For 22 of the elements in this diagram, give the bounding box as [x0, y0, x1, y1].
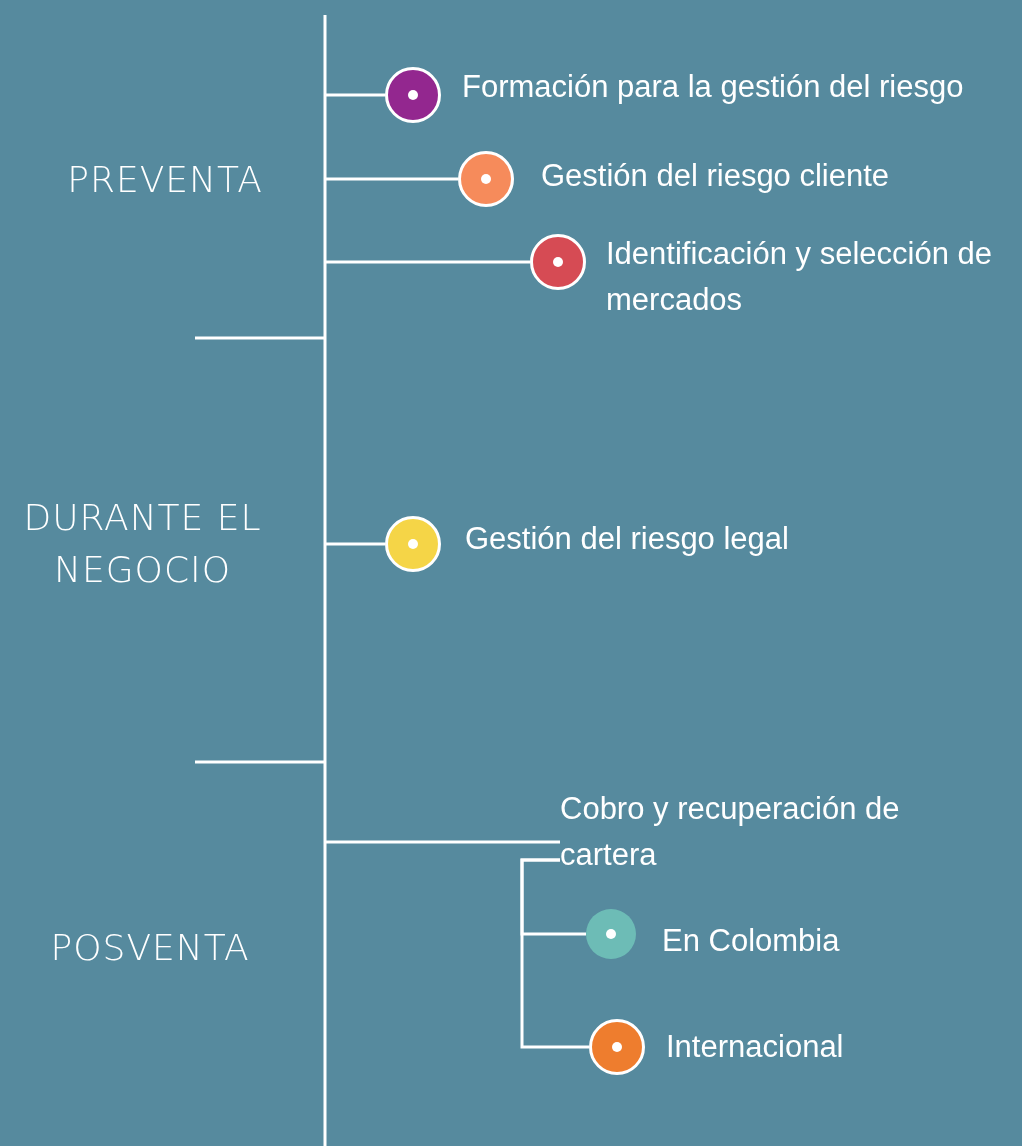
timeline-marker: [385, 67, 441, 123]
item-text: En Colombia: [662, 922, 840, 960]
item-text: Cobro y recuperación de cartera: [560, 786, 980, 878]
phase-label: POSVENTA: [49, 926, 251, 970]
timeline-marker: [530, 234, 586, 290]
item-text: Gestión del riesgo cliente: [541, 157, 890, 195]
connector-line: [325, 177, 458, 181]
connector-line: [325, 93, 385, 97]
phase-label: PREVENTA: [66, 158, 264, 202]
item-text: Gestión del riesgo legal: [465, 520, 789, 558]
timeline-marker: [589, 1019, 645, 1075]
connector-line: [325, 542, 385, 546]
phase-label: DURANTE EL NEGOCIO: [22, 496, 263, 592]
connector-line: [325, 260, 530, 264]
item-text: Identificación y selección de mercados: [606, 235, 993, 319]
item-text: Formación para la gestión del riesgo: [462, 68, 964, 106]
timeline-marker: [458, 151, 514, 207]
connector-line: [520, 858, 589, 1049]
timeline-marker: [586, 909, 636, 959]
item-text: Internacional: [666, 1028, 844, 1066]
timeline-marker: [385, 516, 441, 572]
connector-line: [325, 840, 560, 844]
